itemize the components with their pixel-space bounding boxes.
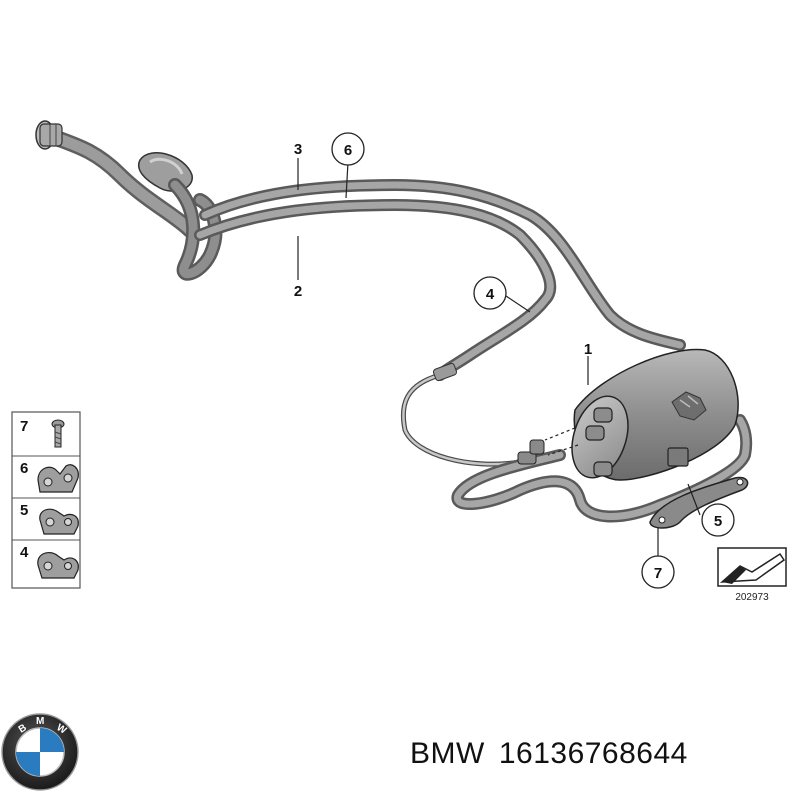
svg-text:6: 6 — [344, 142, 352, 159]
filler-connector — [35, 120, 63, 150]
thin-vent-line — [400, 372, 523, 467]
callout-6: 6 — [331, 132, 365, 166]
clip-icon — [39, 508, 79, 535]
svg-text:4: 4 — [486, 286, 495, 303]
brand-name: BMW — [410, 737, 485, 770]
svg-text:4: 4 — [20, 544, 29, 561]
svg-text:2: 2 — [294, 283, 302, 300]
legend-row-bolt: 7 — [20, 418, 65, 448]
hose-connectors — [517, 439, 545, 465]
svg-text:6: 6 — [20, 460, 28, 477]
callout-3: 3 — [294, 141, 302, 158]
legend-row-double-clip: 6 — [20, 460, 79, 493]
bolt-icon — [51, 419, 65, 448]
leader-lines — [297, 158, 701, 556]
svg-text:5: 5 — [20, 502, 28, 519]
clip-icon — [37, 552, 79, 579]
svg-text:3: 3 — [294, 141, 302, 158]
part-number: 16136768644 — [498, 737, 688, 770]
small-parts-legend: 7 6 5 — [11, 411, 81, 589]
pipe-assembly — [35, 120, 753, 523]
svg-text:M: M — [36, 716, 44, 727]
callout-1: 1 — [584, 341, 592, 358]
orientation-arrow-icon — [717, 547, 787, 587]
bmw-logo: B M W — [1, 713, 79, 791]
legend-row-clip-4: 4 — [20, 544, 79, 579]
callout-7: 7 — [641, 555, 675, 589]
svg-text:1: 1 — [584, 341, 592, 358]
double-clip-icon — [37, 464, 79, 493]
diagram-code: 202973 — [735, 592, 769, 603]
canister-nozzles — [585, 407, 613, 477]
svg-text:B: B — [17, 722, 29, 735]
svg-text:7: 7 — [20, 418, 28, 435]
callout-5: 5 — [701, 503, 735, 537]
svg-text:7: 7 — [654, 565, 662, 582]
legend-row-clip-5: 5 — [20, 502, 79, 535]
mounting-bracket — [649, 476, 749, 529]
svg-text:5: 5 — [714, 513, 722, 530]
part-number-caption: BMW 16136768644 — [410, 737, 688, 771]
callout-2: 2 — [294, 283, 302, 300]
callout-4: 4 — [473, 276, 507, 310]
carbon-canister — [571, 348, 749, 529]
